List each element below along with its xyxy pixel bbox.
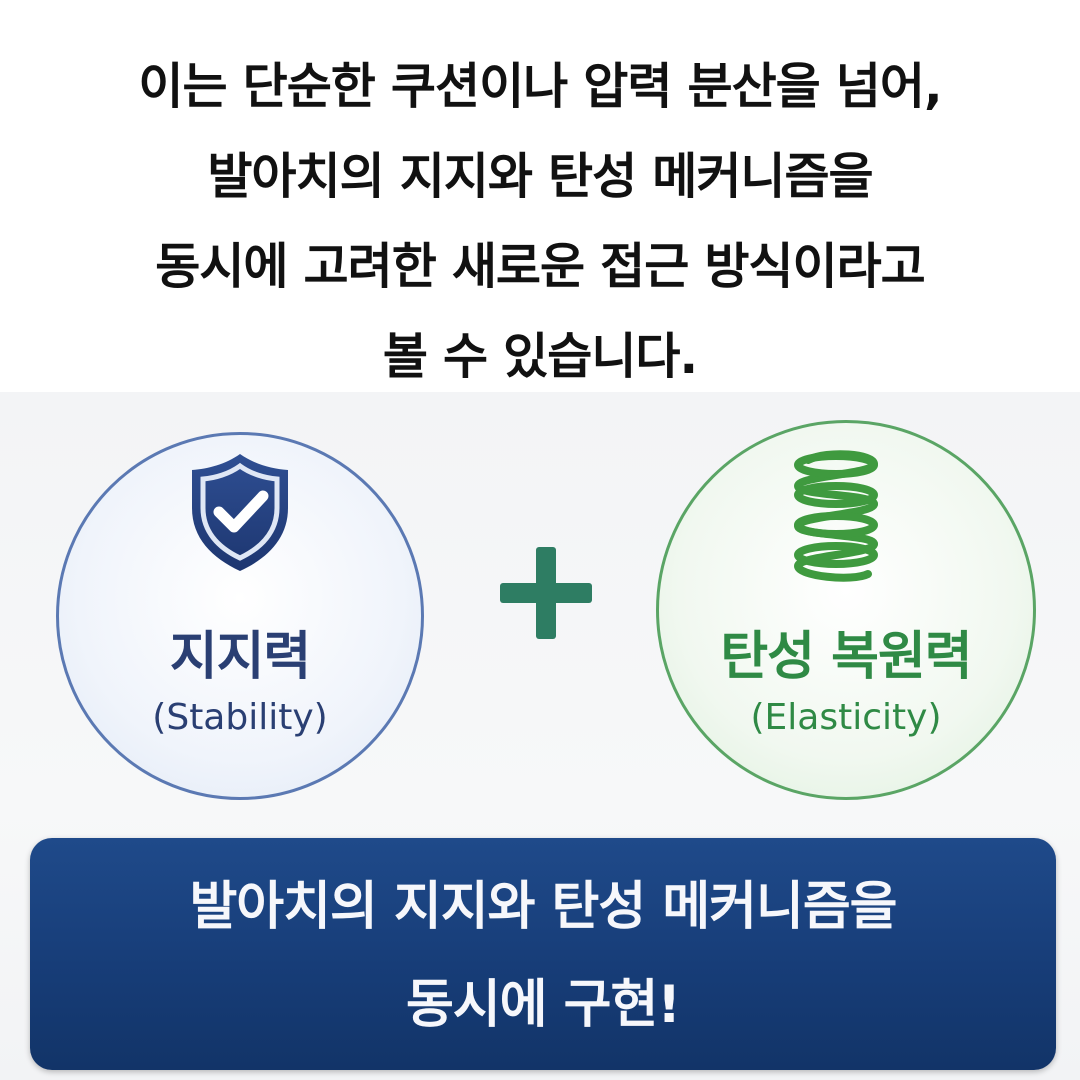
summary-banner — [30, 838, 1056, 1070]
shield-check-icon — [192, 454, 288, 571]
stability-title: 지지력 — [169, 627, 312, 687]
headline-line-2: 발아치의 지지와 탄성 메커니즘을 — [207, 148, 873, 205]
headline-line-4: 볼 수 있습니다. — [382, 328, 698, 385]
stability-subtitle: (Stability) — [152, 697, 328, 738]
elasticity-title: 탄성 복원력 — [720, 627, 972, 687]
plus-icon — [500, 547, 592, 639]
spring-icon — [793, 450, 879, 582]
headline-line-3: 동시에 고려한 새로운 접근 방식이라고 — [155, 238, 926, 295]
summary-banner-text: 발아치의 지지와 탄성 메커니즘을 동시에 구현! — [30, 858, 1056, 1054]
headline-text: 이는 단순한 쿠션이나 압력 분산을 넘어, 발아치의 지지와 탄성 메커니즘을… — [0, 42, 1080, 402]
elasticity-subtitle: (Elasticity) — [750, 697, 942, 738]
headline-line-1: 이는 단순한 쿠션이나 압력 분산을 넘어, — [138, 58, 942, 115]
banner-line-1: 발아치의 지지와 탄성 메커니즘을 — [189, 877, 897, 937]
banner-line-2: 동시에 구현! — [405, 975, 681, 1035]
